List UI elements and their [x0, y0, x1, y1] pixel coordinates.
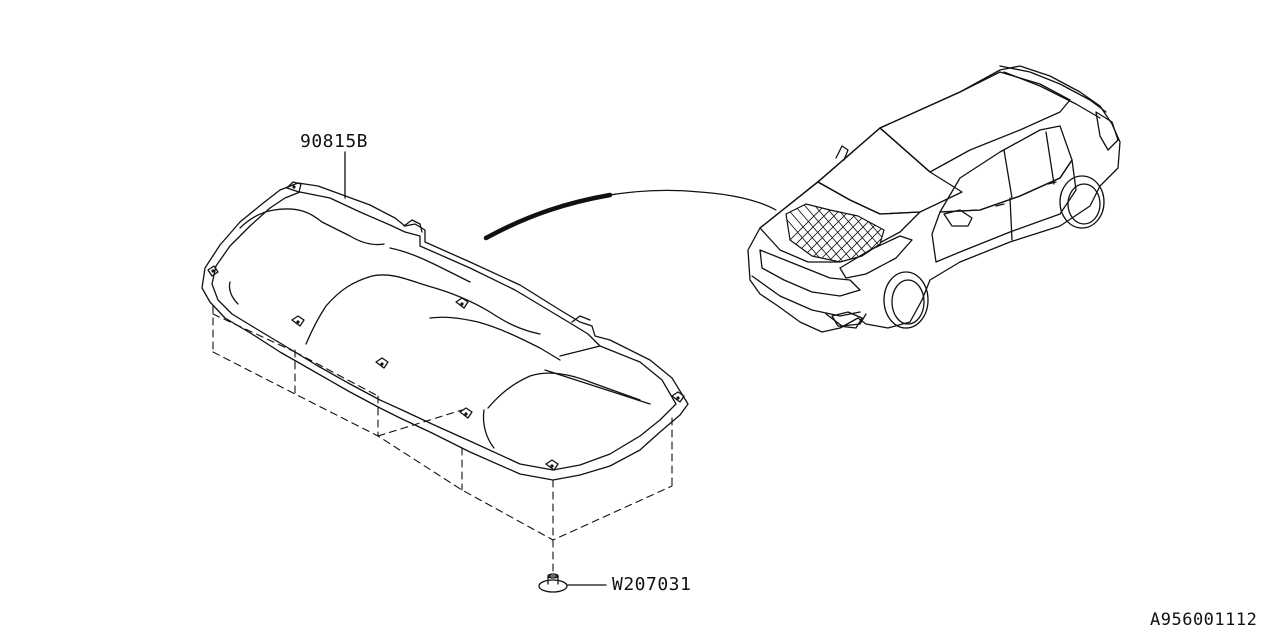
insulator-contour-edge — [228, 281, 239, 305]
vehicle-tail-light — [1095, 111, 1119, 151]
vehicle-front-wheel — [883, 271, 929, 329]
insulator-outer-outline — [201, 182, 689, 481]
vehicle-windshield — [817, 127, 963, 215]
insulator-contour-diagonal — [544, 345, 651, 405]
vehicle-roof-rails — [999, 65, 1107, 119]
insulator-mounting-tabs — [207, 181, 685, 471]
insulator-mounting-holes — [211, 185, 680, 468]
clip-part-label: W207031 — [612, 574, 692, 595]
vehicle-body-outline — [747, 65, 1121, 333]
vehicle-headlight — [839, 235, 913, 279]
insulator-inner-rim — [211, 191, 677, 471]
vehicle-fog-light — [831, 311, 863, 329]
insulator-contour-upper — [389, 247, 471, 283]
insulator-contour-valley — [305, 275, 373, 345]
hood-insulator-pad — [201, 181, 689, 481]
vehicle-roof — [879, 71, 1071, 173]
vehicle-doors — [931, 159, 1077, 263]
insulator-part-label: 90815B — [300, 131, 369, 152]
insulator-contour-center — [371, 274, 541, 335]
vehicle-hood — [759, 181, 921, 263]
insulator-contour-right — [487, 372, 641, 409]
diagram-reference-number: A956001112 — [1150, 610, 1258, 630]
vehicle-lower-bumper — [751, 275, 867, 327]
clip-fastener — [538, 573, 607, 593]
insulator-contour-mid — [429, 316, 561, 361]
vehicle-wiper — [835, 145, 849, 161]
vehicle-rear-wheel — [1059, 175, 1105, 229]
insulator-contour-left — [239, 208, 385, 246]
projection-lines — [212, 305, 673, 573]
vehicle-front-grille — [759, 249, 861, 297]
vehicle-mirror — [943, 209, 973, 227]
location-pointer-thick — [483, 192, 613, 241]
vehicle-drawing — [747, 65, 1121, 333]
insulator-contour-lower — [482, 409, 495, 449]
location-pointer-curve — [485, 189, 777, 239]
